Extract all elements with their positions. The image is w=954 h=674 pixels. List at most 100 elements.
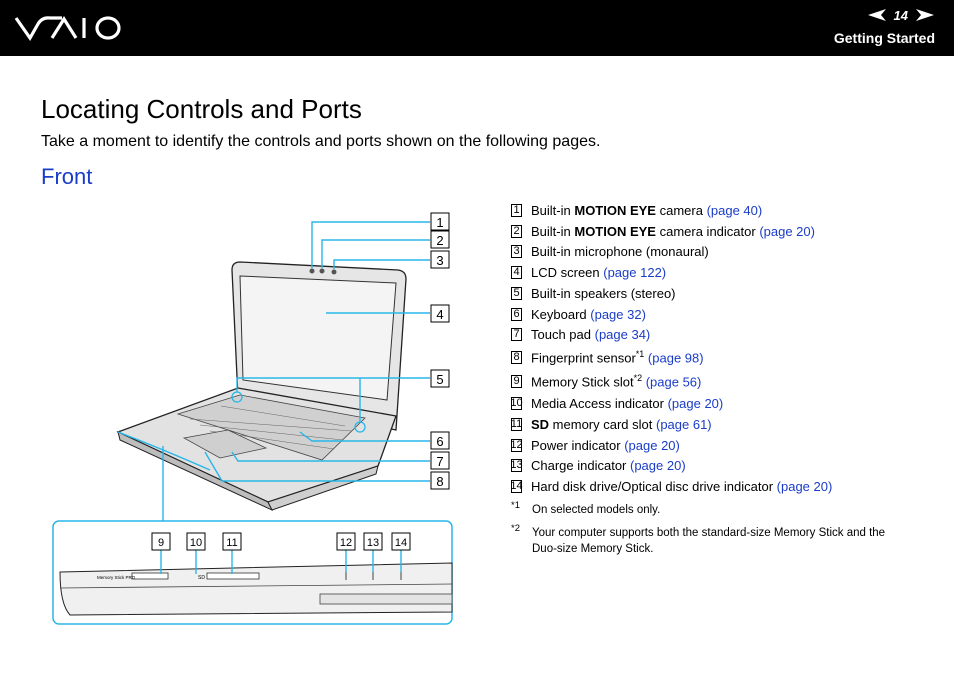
callout-item-14: 14 Hard disk drive/Optical disc drive ind… — [510, 476, 921, 497]
page-link[interactable]: (page 20) — [776, 479, 833, 495]
footnote-ref: *1 — [635, 349, 645, 360]
callout-item-13: 13 Charge indicator (page 20) — [510, 456, 921, 477]
callout-pre: Power indicator — [531, 437, 625, 453]
memory-stick-port-label: Memory Stick PRO — [97, 575, 136, 580]
page-link[interactable]: (page 20) — [630, 458, 686, 474]
callout-bold: MOTION EYE — [574, 202, 656, 218]
footnote-ref: *2 — [633, 373, 643, 384]
page-link[interactable]: (page 98) — [647, 350, 704, 366]
footnote-2-mark: *2 — [511, 523, 520, 534]
figure-label-12: 12 — [340, 537, 352, 549]
callout-number: 3 — [511, 245, 522, 259]
page-number: 14 — [893, 7, 908, 23]
callout-number: 5 — [511, 286, 522, 300]
page-link[interactable]: (page 56) — [645, 374, 702, 390]
callout-number: 13 — [510, 459, 523, 473]
callout-number: 11 — [510, 417, 523, 431]
page-link[interactable]: (page 34) — [594, 327, 651, 343]
callout-text: Charge indicator (page 20) — [531, 458, 686, 473]
callout-pre: Charge indicator — [531, 458, 630, 474]
page-link[interactable]: (page 20) — [759, 223, 815, 239]
callout-text: Power indicator (page 20) — [531, 438, 680, 453]
callout-post: camera indicator — [655, 223, 760, 239]
callout-text: Touch pad (page 34) — [531, 327, 650, 342]
callout-pre: Touch pad — [531, 327, 595, 343]
page-link[interactable]: (page 20) — [624, 437, 680, 453]
callout-item-5: 5 Built-in speakers (stereo) — [511, 283, 921, 304]
prev-page-icon[interactable] — [867, 9, 886, 21]
figure-label-14: 14 — [395, 537, 407, 549]
callout-item-7: 7 Touch pad (page 34) — [511, 325, 921, 346]
callout-item-1: 1 Built-in MOTION EYE camera (page 40) — [511, 200, 921, 221]
footnote-1-mark: *1 — [511, 500, 520, 511]
callout-text: LCD screen (page 122) — [531, 265, 666, 280]
laptop-front-diagram: 1 2 3 4 5 6 7 8 Memory Stick PRO SD 9 1 — [52, 212, 453, 625]
callout-item-3: 3 Built-in microphone (monaural) — [511, 242, 921, 263]
callout-text: Built-in speakers (stereo) — [531, 286, 676, 301]
next-page-icon[interactable] — [916, 9, 934, 21]
sd-port-label: SD — [198, 575, 205, 581]
figure-label-2: 2 — [436, 233, 443, 248]
callout-text: Built-in MOTION EYE camera (page 40) — [531, 203, 762, 218]
figure-label-6: 6 — [436, 434, 443, 449]
page-navigation: 14 — [867, 7, 934, 23]
callout-item-8: 8 Fingerprint sensor*1 (page 98) — [511, 345, 921, 369]
figure-label-4: 4 — [436, 307, 443, 322]
page-link[interactable]: (page 61) — [655, 416, 712, 432]
page-link[interactable]: (page 32) — [590, 306, 646, 322]
callout-item-12: 12 Power indicator (page 20) — [510, 435, 921, 456]
callout-text: SD memory card slot (page 61) — [531, 417, 712, 432]
callout-number: 8 — [511, 350, 522, 364]
callout-number: 6 — [511, 307, 522, 321]
section-name: Getting Started — [833, 30, 935, 46]
callout-item-2: 2 Built-in MOTION EYE camera indicator (p… — [511, 221, 921, 242]
callout-pre: Built-in — [531, 223, 575, 239]
callout-bold: SD — [531, 416, 550, 432]
callout-number: 9 — [511, 374, 522, 388]
callout-number: 7 — [511, 328, 522, 342]
figure-label-11: 11 — [226, 537, 237, 549]
page-link[interactable]: (page 122) — [603, 265, 667, 281]
page-link[interactable]: (page 20) — [667, 396, 724, 412]
callout-pre: Keyboard — [531, 306, 591, 322]
callout-item-10: 10 Media Access indicator (page 20) — [510, 393, 921, 414]
figure-label-1: 1 — [436, 215, 443, 230]
callout-text: Memory Stick slot*2 (page 56) — [531, 373, 701, 389]
header-bar: 14 Getting Started — [0, 0, 954, 56]
callout-pre: Memory Stick slot — [531, 374, 634, 390]
callout-text: Built-in MOTION EYE camera indicator (pa… — [531, 224, 815, 239]
page-subtitle: Take a moment to identify the controls a… — [41, 133, 601, 150]
callout-pre: LCD screen — [531, 265, 604, 281]
section-heading: Front — [41, 164, 93, 189]
callout-pre: Fingerprint sensor — [531, 350, 636, 366]
page-link[interactable]: (page 40) — [706, 202, 763, 218]
figure-label-13: 13 — [367, 537, 379, 549]
callout-item-6: 6 Keyboard (page 32) — [511, 304, 921, 325]
footnote-2-text: Your computer supports both the standard… — [532, 527, 886, 555]
callout-text: Keyboard (page 32) — [531, 307, 646, 322]
callout-number: 1 — [511, 203, 522, 217]
callout-pre: Built-in speakers (stereo) — [531, 285, 676, 301]
callout-number: 14 — [510, 480, 523, 494]
callout-pre: Hard disk drive/Optical disc drive indic… — [531, 479, 777, 495]
callout-number: 12 — [510, 438, 523, 452]
callout-item-9: 9 Memory Stick slot*2 (page 56) — [511, 369, 921, 393]
figure-label-9: 9 — [158, 537, 164, 549]
callout-text: Fingerprint sensor*1 (page 98) — [531, 349, 704, 365]
callout-pre: Built-in — [531, 202, 575, 218]
callout-pre: Built-in microphone (monaural) — [531, 244, 709, 260]
callout-text: Media Access indicator (page 20) — [531, 396, 723, 411]
callout-number: 2 — [511, 224, 522, 238]
figure-label-7: 7 — [436, 454, 443, 469]
figure-label-3: 3 — [436, 253, 443, 268]
page-title: Locating Controls and Ports — [41, 94, 362, 124]
callout-number: 10 — [510, 397, 523, 411]
callout-pre: Media Access indicator — [531, 396, 668, 412]
vaio-logo — [14, 16, 121, 41]
callout-item-11: 11 SD memory card slot (page 61) — [511, 414, 921, 435]
figure-label-10: 10 — [190, 537, 202, 549]
figure-label-5: 5 — [436, 372, 443, 387]
callout-text: Built-in microphone (monaural) — [531, 244, 709, 259]
